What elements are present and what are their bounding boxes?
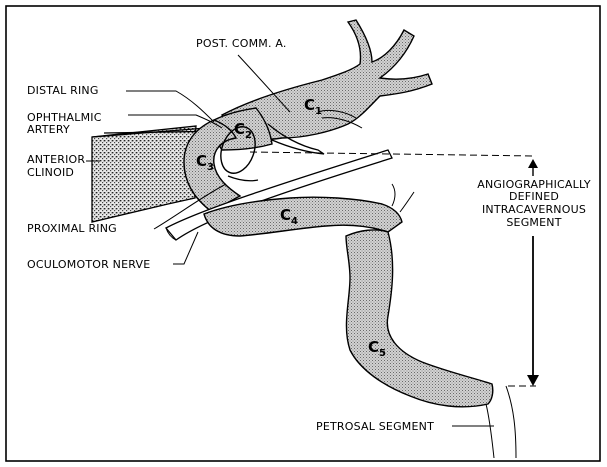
label-oculomotor: OCULOMOTOR NERVE [27,258,150,271]
angio-label-group: ANGIOGRAPHICALLY DEFINED INTRACAVERNOUS … [477,178,591,229]
petrosal-segment-line-left [486,404,494,458]
label-angio-3: INTRACAVERNOUS [482,203,586,216]
label-post-comm: POST. COMM. A. [196,37,287,50]
meningohypophyseal-branch [392,184,395,206]
vessel-c5 [346,230,493,407]
label-angio-4: SEGMENT [506,216,561,229]
anterior-clinoid [92,126,196,222]
label-proximal-ring: PROXIMAL RING [27,222,117,235]
label-distal-ring: DISTAL RING [27,84,99,97]
angio-dashed-top [250,152,536,156]
label-petrosal: PETROSAL SEGMENT [316,420,434,433]
arrow-up-icon [528,159,538,168]
petrosal-segment-line-right [506,386,516,458]
label-anterior-1: ANTERIOR [27,153,85,166]
arrow-down-icon [527,375,539,386]
label-anterior-2: CLINOID [27,166,74,179]
label-angio-2: DEFINED [509,190,559,203]
proximal-ring [228,176,258,181]
label-ophthalmic-2: ARTERY [27,123,70,136]
meningohypophyseal-branch-2 [400,192,414,212]
